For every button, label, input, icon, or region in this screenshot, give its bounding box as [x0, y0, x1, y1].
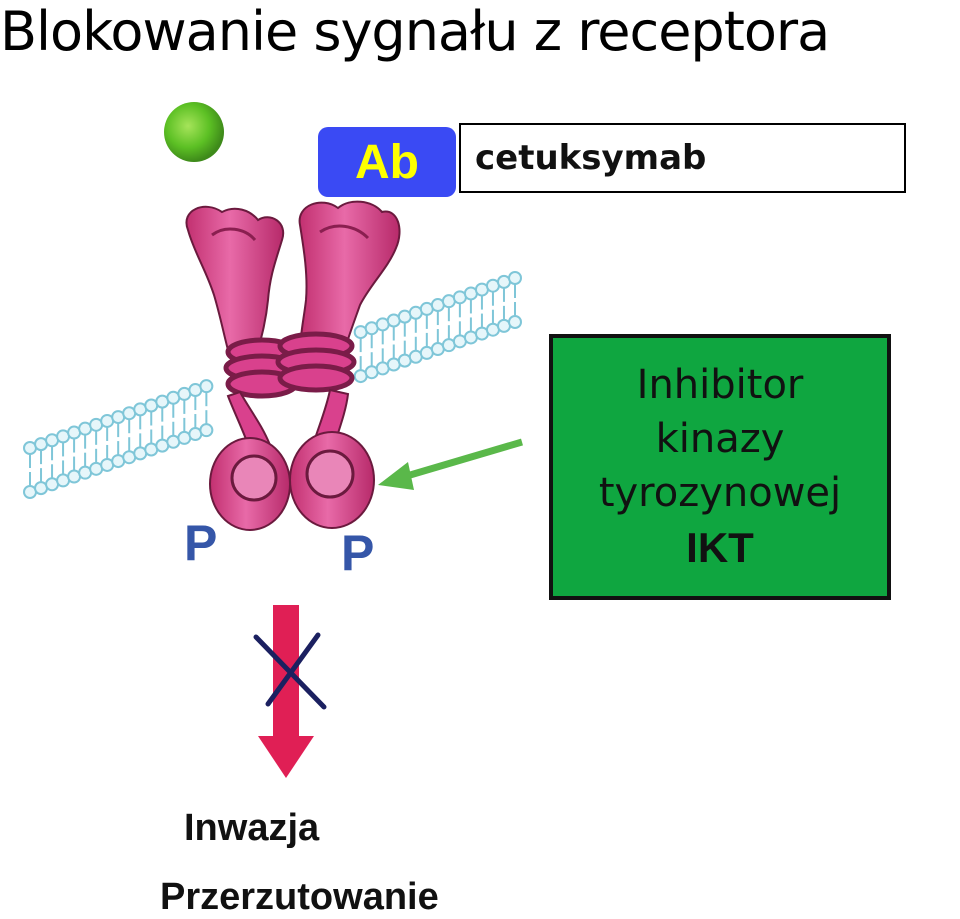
receptor-dimer-icon [185, 200, 401, 531]
inhibitor-line-2: kinazy [655, 416, 785, 462]
ligand-dot-icon [164, 102, 224, 162]
slide-title: Blokowanie sygnału z receptora [0, 0, 830, 63]
phospho-label-right: P [341, 525, 375, 581]
lipid-bilayer-icon [23, 271, 522, 499]
drug-name: cetuksymab [475, 138, 707, 178]
outcome-invasion: Inwazja [184, 807, 320, 849]
drug-name-box: cetuksymab [459, 123, 906, 193]
cross-icon [253, 632, 327, 710]
inhibitor-line-3: tyrozynowej [598, 470, 842, 516]
antibody-badge: Ab [318, 127, 456, 197]
phospho-label-left: P [184, 515, 218, 571]
inhibitor-box: Inhibitor kinazy tyrozynowej IKT [549, 334, 891, 600]
inhibitor-line-1: Inhibitor [636, 362, 804, 408]
outcome-metastasis: Przerzutowanie [160, 876, 439, 918]
pointer-arrow-icon [378, 438, 523, 490]
blocked-arrow-icon [258, 605, 314, 778]
inhibitor-abbreviation: IKT [686, 524, 754, 571]
